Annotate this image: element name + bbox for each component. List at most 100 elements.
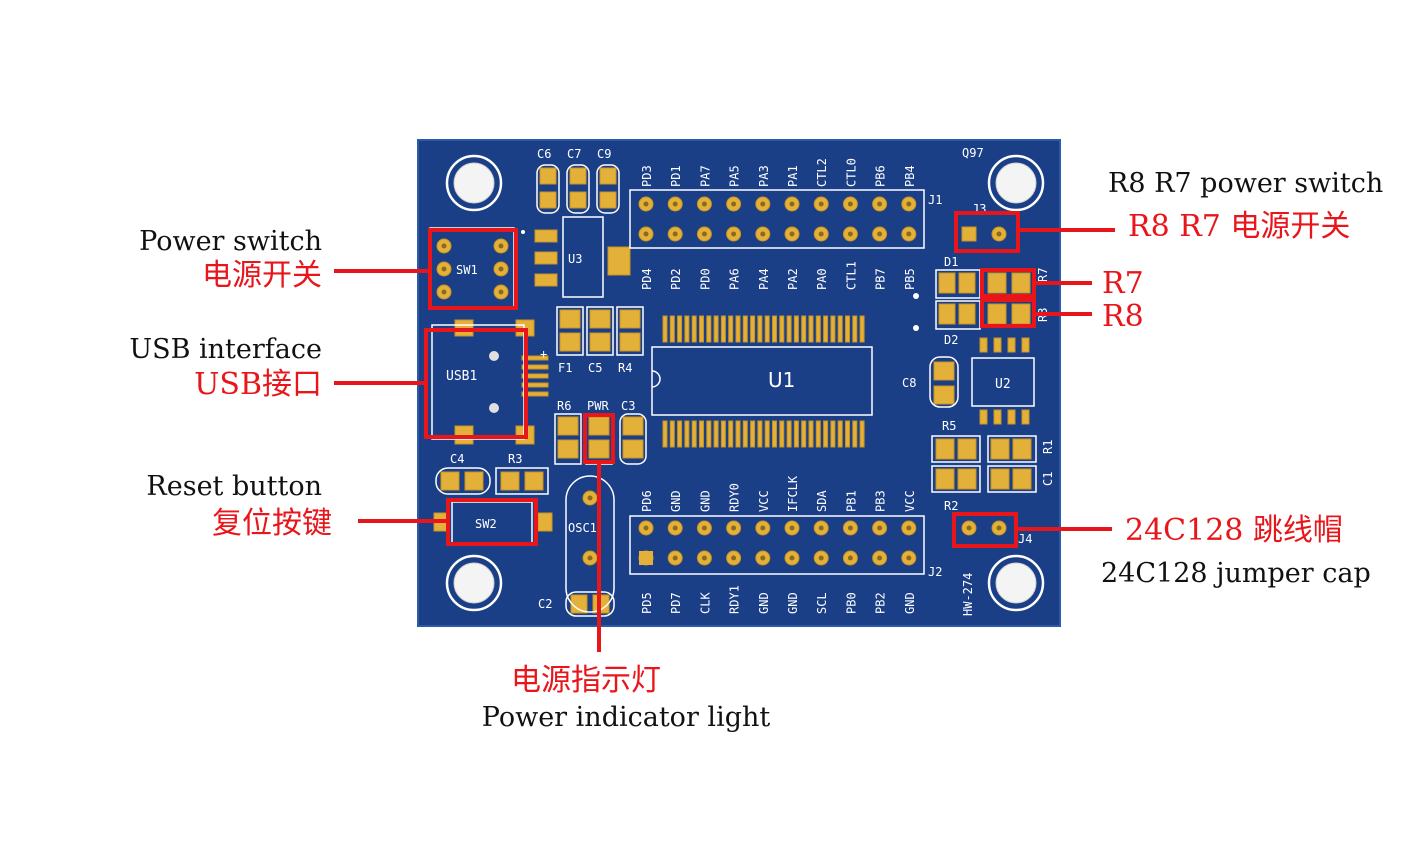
- c9-pad: [599, 191, 617, 209]
- sw2-ref: SW2: [475, 517, 497, 531]
- usb-en: USB interface: [129, 334, 322, 365]
- c5-outline: [586, 306, 614, 356]
- j2-outline: [629, 515, 925, 575]
- pad-hole: [701, 201, 707, 207]
- r4-pad: [619, 332, 641, 352]
- d1-pad: [938, 272, 956, 294]
- c2-outline: [565, 591, 615, 617]
- usb-peg: [489, 403, 499, 413]
- pad-hole: [818, 555, 824, 561]
- c8-ref: C8: [902, 376, 916, 390]
- j2-top-label: PB1: [844, 490, 858, 512]
- reset-zh: 复位按键: [212, 506, 332, 541]
- f1-pad: [559, 332, 581, 352]
- j1-top-label: CTL0: [844, 158, 858, 187]
- u1-pin: [764, 420, 770, 448]
- c9-pad: [599, 167, 617, 185]
- callout-power-switch: Power switch 电源开关: [139, 226, 322, 293]
- pad-hole: [701, 555, 707, 561]
- pad-hole: [818, 201, 824, 207]
- c4-pad: [440, 471, 460, 491]
- u1-pin: [713, 420, 719, 448]
- j2-bottom-label: RDY1: [728, 585, 742, 614]
- j1-bottom-label: PD2: [669, 268, 683, 290]
- pad-hole: [847, 231, 853, 237]
- power-switch-zh: 电源开关: [202, 258, 322, 293]
- mounting-holes: [445, 154, 1045, 612]
- c4-outline: [435, 467, 491, 495]
- u3-pad: [534, 251, 558, 265]
- pad-hole: [672, 555, 678, 561]
- r2-outline: [931, 465, 981, 493]
- u1-pin: [750, 315, 756, 343]
- r8-label: R8: [1102, 299, 1144, 334]
- j2-bottom-label: PD5: [640, 592, 654, 614]
- pad-hole: [906, 555, 912, 561]
- u1-pin: [757, 420, 763, 448]
- hole-ring: [445, 154, 503, 212]
- u1-pin: [699, 420, 704, 448]
- usb-zh: USB接口: [194, 367, 322, 402]
- j2-bottom-label: CLK: [698, 592, 712, 614]
- u1-pin: [823, 315, 829, 343]
- callout-lines: [334, 211, 1115, 652]
- d2-dot: [913, 325, 919, 331]
- c1-pad: [1012, 468, 1032, 490]
- d1-ref: D1: [944, 255, 958, 269]
- r4-ref: R4: [618, 361, 632, 375]
- pad-hole: [701, 231, 707, 237]
- r6-pad: [557, 439, 579, 459]
- u1-pin: [691, 315, 697, 343]
- u2-pin: [979, 337, 988, 353]
- mounting-hole: [453, 162, 495, 204]
- u1-pin: [801, 315, 807, 343]
- c5-ref: C5: [588, 361, 602, 375]
- u1-pin: [750, 420, 756, 448]
- u1-pin: [720, 315, 726, 343]
- mounting-hole: [453, 562, 495, 604]
- j2-bottom-label: PB0: [844, 592, 858, 614]
- u1-pin: [808, 420, 814, 448]
- usb-pin: [521, 391, 549, 397]
- mounting-hole: [995, 562, 1037, 604]
- r6-ref: R6: [557, 399, 571, 413]
- jumper-en: 24C128 jumper cap: [1101, 558, 1371, 589]
- u1-pin: [779, 420, 785, 448]
- pad-hole: [760, 231, 766, 237]
- u1-pin: [859, 315, 865, 343]
- u1-ref: U1: [768, 368, 795, 392]
- pad-hole: [818, 231, 824, 237]
- j4-ref: J4: [1018, 532, 1032, 546]
- u1-pin: [815, 420, 821, 448]
- j1-top-label: CTL2: [815, 158, 829, 187]
- j1-bottom-label: PD4: [640, 268, 654, 290]
- pad-hole: [731, 525, 737, 531]
- c3-ref: C3: [621, 399, 635, 413]
- c3-pad: [622, 416, 644, 436]
- u1-pin: [793, 420, 799, 448]
- u1-pin: [706, 420, 712, 448]
- usb-plus: +: [540, 347, 547, 361]
- j3-square-pad: [961, 226, 977, 242]
- callout-r7: R7: [1102, 266, 1144, 301]
- callout-reset: Reset button 复位按键: [146, 471, 332, 541]
- u1-pin: [837, 315, 843, 343]
- j1-top-label: PD1: [669, 165, 683, 187]
- c1-outline: [987, 465, 1037, 493]
- u1-pin: [793, 315, 799, 343]
- u1-pin: [779, 315, 785, 343]
- u1-body: [651, 346, 873, 416]
- pad-hole: [672, 201, 678, 207]
- u1-pin: [713, 315, 719, 343]
- pad-hole: [847, 525, 853, 531]
- r7-pad: [987, 272, 1007, 294]
- j1-bottom-label: PB5: [903, 268, 917, 290]
- component-pads: [433, 167, 1032, 614]
- pad-hole: [731, 201, 737, 207]
- model-ref: HW-274: [961, 573, 975, 616]
- j2-top-label: GND: [669, 490, 683, 512]
- pad-hole: [498, 266, 504, 272]
- c7-ref: C7: [567, 147, 581, 161]
- r1-outline: [987, 435, 1037, 463]
- c5-pad: [589, 309, 611, 329]
